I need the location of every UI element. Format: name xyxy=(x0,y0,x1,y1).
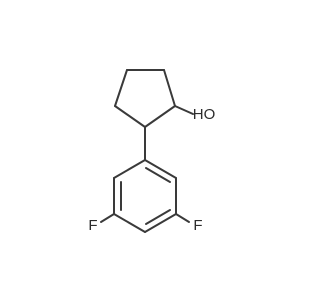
hydroxyl-bond xyxy=(174,105,194,115)
background xyxy=(0,0,300,300)
ring-bond-5 xyxy=(114,69,128,107)
fluorine-label-left: F xyxy=(88,217,97,234)
aryl-bond-3 xyxy=(144,213,177,233)
aryl-bond-1 xyxy=(144,159,177,179)
aryl-bond-3-inner xyxy=(145,209,171,225)
ring-bond-3 xyxy=(144,105,176,128)
molecule-structure: HO F F xyxy=(0,0,300,300)
fluorine-label-right: F xyxy=(193,217,202,234)
aryl-bond-1-inner xyxy=(145,167,171,183)
aryl-bond-4 xyxy=(113,213,146,233)
hydroxyl-label: HO xyxy=(193,106,216,123)
ring-bond-4 xyxy=(114,105,146,128)
fluorine-bond-left xyxy=(100,213,115,223)
aryl-bond-6 xyxy=(113,159,146,179)
fluorine-bond-right xyxy=(175,213,190,223)
ring-bond-2 xyxy=(163,69,176,107)
